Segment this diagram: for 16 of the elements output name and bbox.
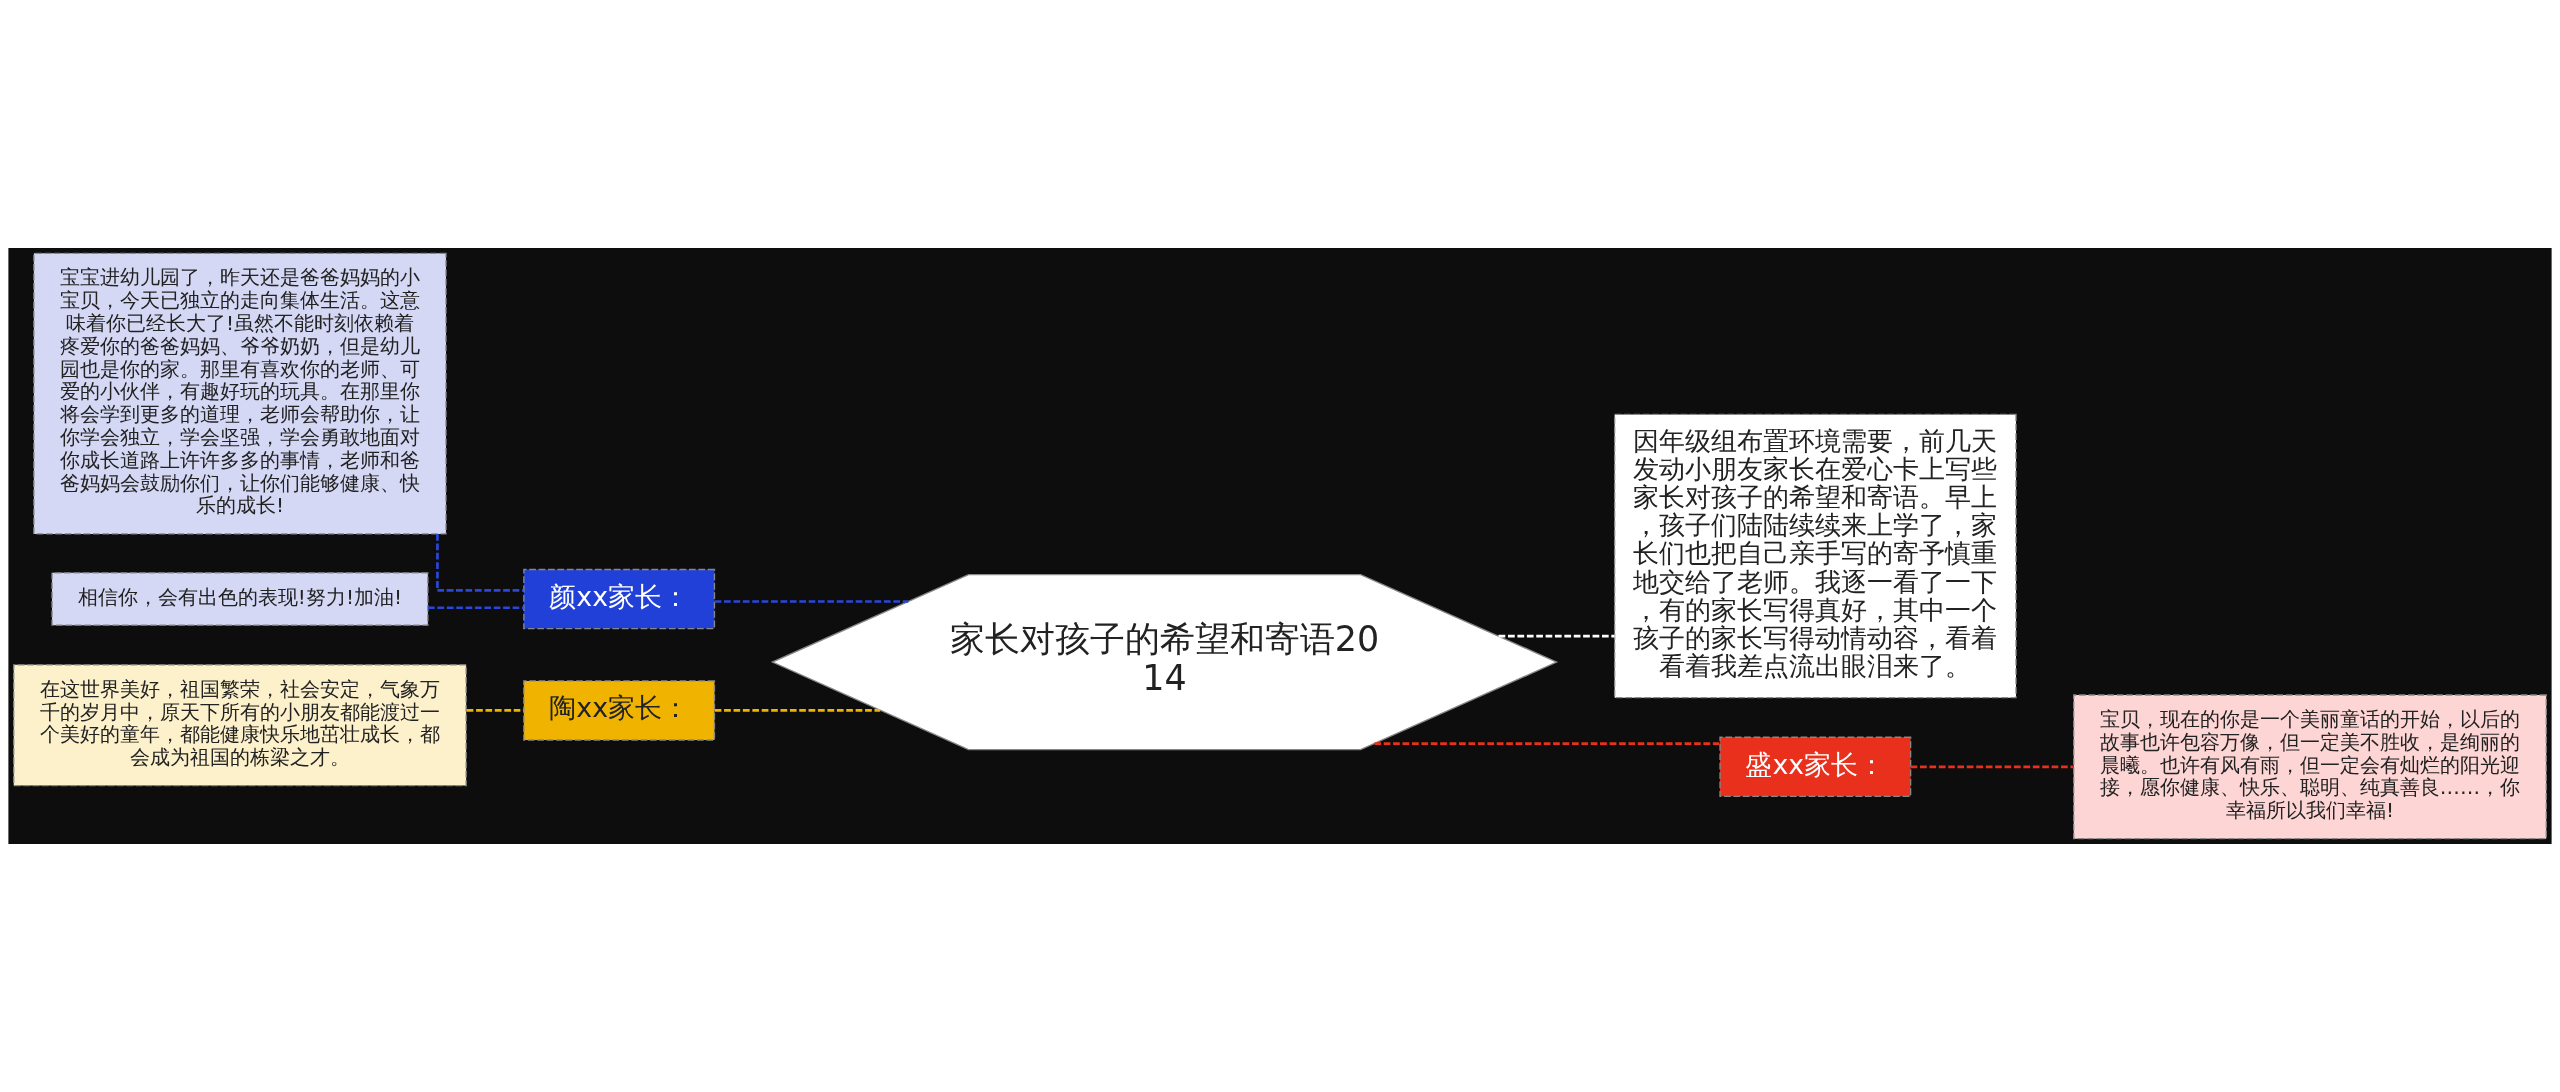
connector <box>1498 634 1615 638</box>
node-box: 盛xx家长： <box>1719 736 1912 797</box>
node-box: 陶xx家长： <box>523 680 716 741</box>
node-box: 颜xx家长： <box>523 568 716 630</box>
connector <box>466 709 524 712</box>
connector <box>1374 742 1720 745</box>
connector <box>714 600 909 603</box>
connector <box>427 606 524 610</box>
connector <box>436 533 524 592</box>
node-box: 相信你，会有出色的表现!努力!加油! <box>51 572 429 626</box>
node-box: 宝宝进幼儿园了，昨天还是爸爸妈妈的小宝贝，今天已独立的走向集体生活。这意味着你已经长大了!虽然不能时刻依赖着疼爱你的爸爸妈妈、爷爷奶奶，但是幼儿园也是你的家。那里有喜欢你的老师、可爱的小伙伴，有趣好玩的玩具。在那里你将会学到更多的道理，老师会帮助你，让你学会独立，学会坚强，学会勇敢地面对你成长道路上许许多多的事情，老师和爸爸妈妈会鼓励你们，让你们能够健康、快乐的成长! <box>33 252 447 535</box>
connector <box>714 709 881 712</box>
node-box: 因年级组布置环境需要，前几天发动小朋友家长在爱心卡上写些家长对孩子的希望和寄语。早上，孩子们陆陆续续来上学了，家长们也把自己亲手写的寄予慎重地交给了老师。我逐一看了一下，有的家长写得真好，其中一个孩子的家长写得动情动容，看着看着我差点流出眼泪来了。 <box>1614 413 2017 699</box>
connector <box>1910 765 2074 769</box>
node-box: 在这世界美好，祖国繁荣，社会安定，气象万千的岁月中，原天下所有的小朋友都能渡过一个美好的童年，都能健康快乐地茁壮成长，都会成为祖国的栋梁之才。 <box>13 664 467 787</box>
node-box: 宝贝，现在的你是一个美丽童话的开始，以后的故事也许包容万像，但一定美不胜收，是绚丽的晨曦。也许有风有雨，但一定会有灿烂的阳光迎接，愿你健康、快乐、聪明、纯真善良……，你幸福所以我们幸福! <box>2073 694 2547 840</box>
